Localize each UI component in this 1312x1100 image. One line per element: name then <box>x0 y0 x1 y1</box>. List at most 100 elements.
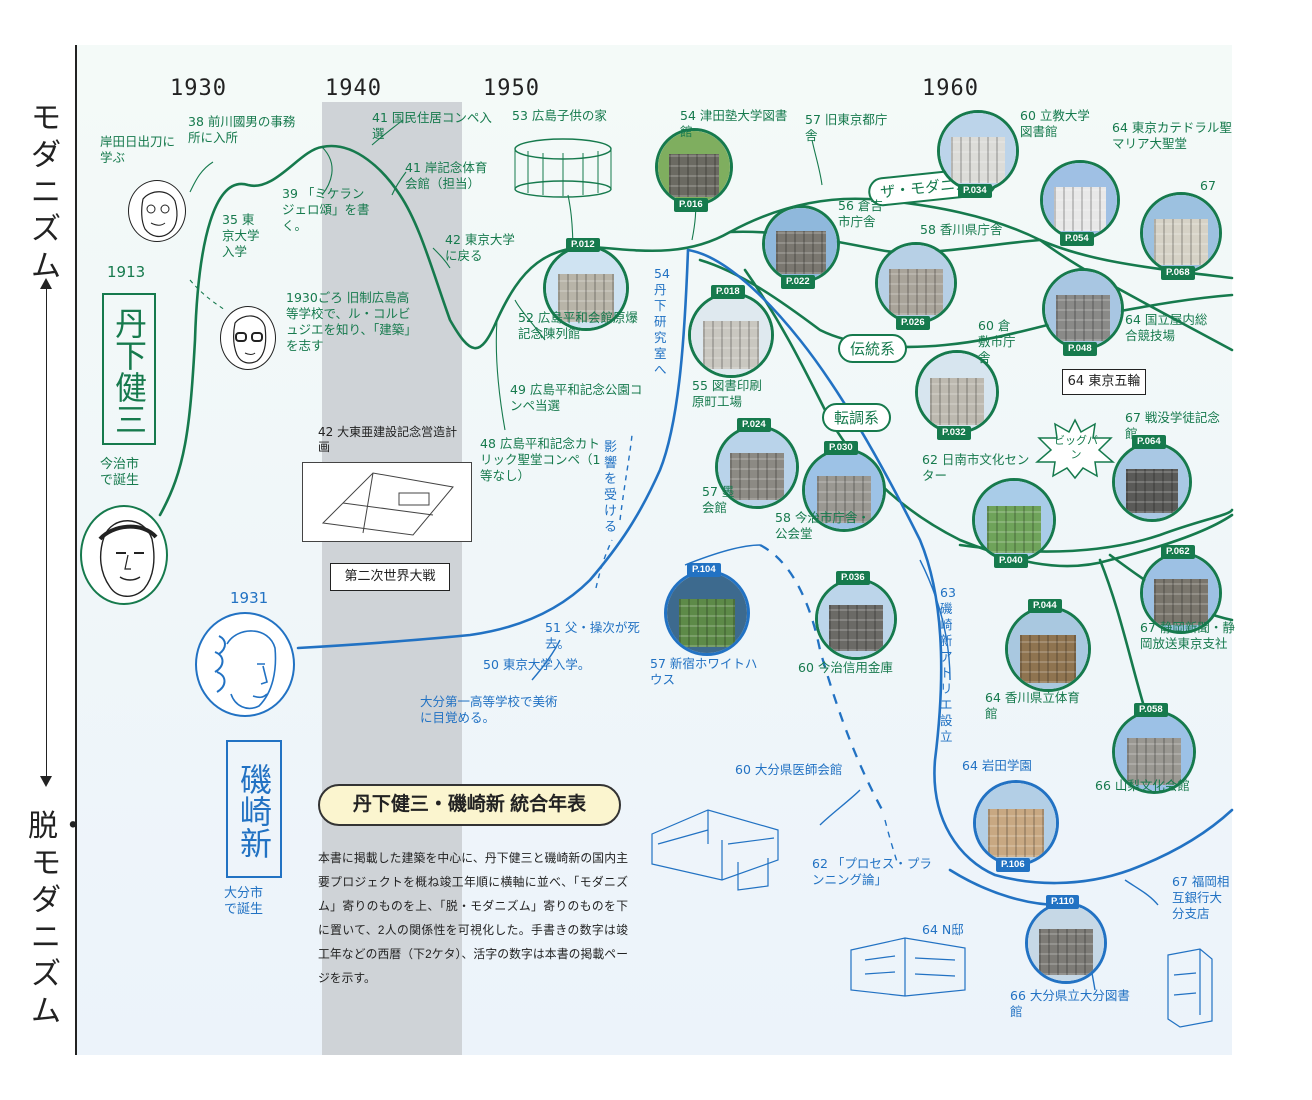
building-icon <box>1154 579 1208 625</box>
page-tag: P.034 <box>958 184 992 198</box>
building-label: 64 岩田学園 <box>962 758 1032 773</box>
badge-bigbang: ビッグバン <box>1054 434 1098 461</box>
page-tag: P.106 <box>996 858 1030 872</box>
building-label: 58 香川県庁舎 <box>920 222 1003 237</box>
page-tag: P.064 <box>1132 435 1166 449</box>
chart-title: 丹下健三・磯崎新 統合年表 <box>318 784 621 826</box>
building-icon <box>775 231 827 275</box>
note-process-planning: 62 「プロセス・プランニング論」 <box>812 856 932 887</box>
tange-name-box: 丹下健三 <box>102 293 156 445</box>
note-old-tokyo-hall: 57 旧東京都庁舎 <box>805 112 888 143</box>
note-todai-1950: 50 東京大学入学。 <box>483 657 591 672</box>
building-photo <box>815 578 897 660</box>
isozaki-face-icon <box>214 630 277 710</box>
n-house-sketch <box>850 937 966 997</box>
kishida-portrait <box>128 180 186 242</box>
building-photo <box>972 478 1056 562</box>
note-kishi-gym: 41 岸記念体育会館（担当） <box>405 160 488 191</box>
note-kishida: 岸田日出刀に学ぶ <box>100 134 176 165</box>
building-label: 67 静岡新聞・静岡放送東京支社 <box>1140 620 1235 651</box>
building-icon <box>929 377 985 425</box>
badge-tradition: 伝統系 <box>838 334 908 363</box>
page-tag: P.016 <box>674 198 708 212</box>
tange-face-icon <box>98 520 158 597</box>
page-tag: P.036 <box>836 571 870 585</box>
tange-born-year: 1913 <box>107 263 146 281</box>
note-oita-medical: 60 大分県医師会館 <box>735 762 843 777</box>
tange-portrait <box>80 505 168 605</box>
note-maekawa: 38 前川國男の事務所に入所 <box>188 114 296 145</box>
building-label: 62 日南市文化センター <box>922 452 1030 483</box>
year-label-1930: 1930 <box>170 76 227 101</box>
building-photo <box>715 425 799 509</box>
building-label: 57 新宿ホワイトハウス <box>650 656 758 687</box>
building-label: 66 山梨文化会館 <box>1095 778 1190 793</box>
note-kokumin-jukyo: 41 国民住居コンペ入選 <box>372 110 492 141</box>
isozaki-born-year: 1931 <box>230 589 269 607</box>
page-tag: P.058 <box>1134 703 1168 717</box>
building-label: 56 倉吉市庁舎 <box>838 198 883 229</box>
page-tag: P.026 <box>896 316 930 330</box>
note-father: 51 父・操次が死去。 <box>545 620 640 651</box>
building-icon <box>668 154 720 198</box>
page-tag: P.022 <box>781 275 815 289</box>
isozaki-name: 磯崎新 <box>235 763 273 859</box>
note-peace-park: 49 広島平和記念公園コンペ当選 <box>510 382 643 413</box>
war-label: 第二次世界大戦 <box>330 563 450 591</box>
note-return-todai: 42 東京大学に戻る <box>445 232 515 263</box>
double-arrow-icon <box>40 278 52 787</box>
children-house-sketch <box>508 135 618 200</box>
page-tag: P.044 <box>1028 599 1062 613</box>
building-icon <box>988 808 1044 857</box>
lecorbusier-face-icon <box>233 315 267 364</box>
building-photo <box>1140 192 1222 274</box>
isozaki-main-line <box>296 248 690 650</box>
vertical-axis-line <box>75 45 77 1055</box>
building-label: 58 今治市庁舎・公会堂 <box>775 510 870 541</box>
building-photo <box>802 448 886 532</box>
building-icon <box>1056 295 1110 341</box>
building-icon <box>1039 929 1093 975</box>
building-icon <box>558 273 614 322</box>
daitoa-sketch <box>302 462 472 542</box>
year-label-1960: 1960 <box>922 76 979 101</box>
building-label: 52 広島平和会館原爆記念陳列館 <box>518 310 638 341</box>
building-icon <box>829 605 883 651</box>
note-oita-high: 大分第一高等学校で美術に目覚める。 <box>420 694 558 725</box>
building-label: 60 倉敷市庁舎 <box>978 318 1016 365</box>
tange-born-note: 今治市で誕生 <box>100 457 140 488</box>
medical-hall-sketch <box>651 809 779 891</box>
page-tag: P.062 <box>1161 545 1195 559</box>
note-children-house: 53 広島子供の家 <box>512 108 607 123</box>
page-tag: P.030 <box>824 441 858 455</box>
tange-shift-line <box>743 268 1234 568</box>
building-icon <box>703 320 759 369</box>
isozaki-born-note: 大分市で誕生 <box>224 886 264 917</box>
bigbang-burst-icon <box>1035 418 1115 480</box>
building-icon <box>816 475 872 523</box>
year-label-1940: 1940 <box>325 76 382 101</box>
building-photo <box>1112 442 1192 522</box>
building-label: 67 <box>1200 178 1216 193</box>
page-tag: P.054 <box>1060 232 1094 246</box>
building-label: 67 戦没学徒記念館 <box>1125 410 1220 441</box>
isozaki-portrait <box>195 612 295 717</box>
isozaki-shift-line <box>686 248 1234 885</box>
note-daitoa: 42 大東亜建設記念営造計画 <box>318 425 458 454</box>
lecorbusier-portrait <box>220 306 276 370</box>
note-influence: 影響を受ける <box>604 440 618 535</box>
building-icon <box>889 269 943 315</box>
page-tag: P.024 <box>737 418 771 432</box>
page-tag: P.018 <box>711 285 745 299</box>
building-label: 64 香川県立体育館 <box>985 690 1080 721</box>
building-icon <box>951 137 1005 183</box>
building-photo <box>875 242 957 324</box>
note-n-house: 64 N邸 <box>922 922 964 937</box>
building-photo <box>688 292 774 378</box>
kishida-face-icon <box>141 191 178 238</box>
building-photo <box>1040 160 1120 240</box>
page-tag: P.032 <box>937 426 971 440</box>
isozaki-name-box: 磯崎新 <box>226 740 282 878</box>
